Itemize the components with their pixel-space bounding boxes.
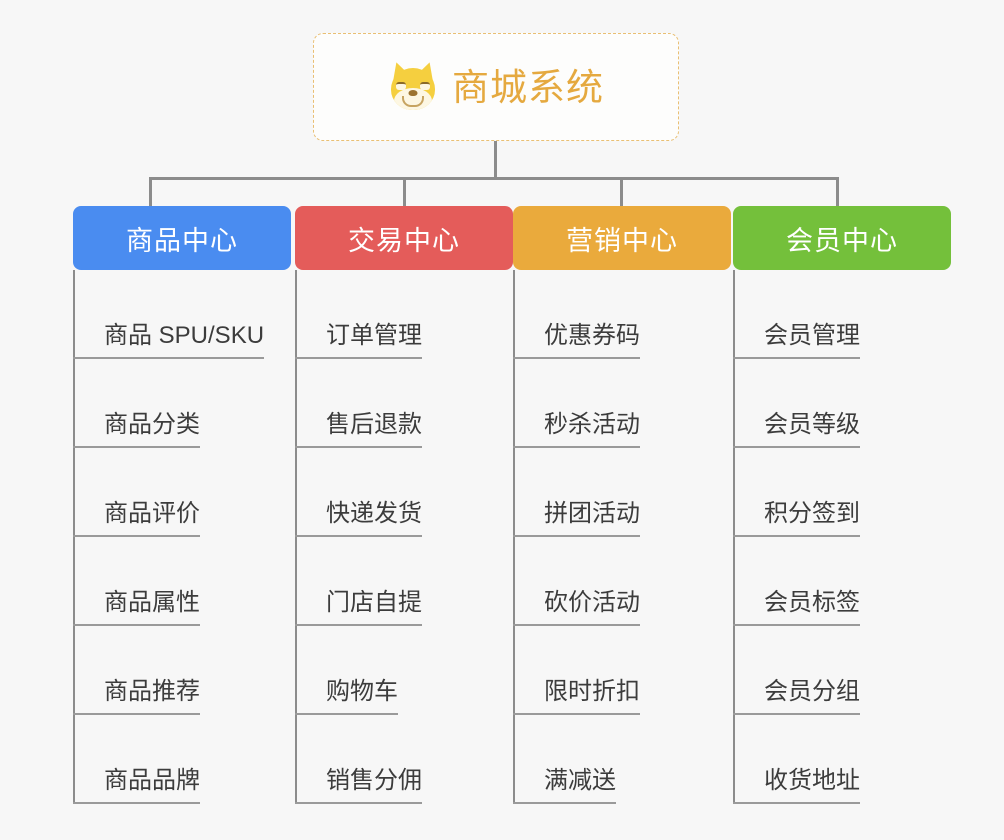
leaf-item[interactable]: 销售分佣 xyxy=(295,715,513,804)
branch-column-2: 营销中心 优惠券码 秒杀活动 拼团活动 砍价活动 限时折扣 满减送 xyxy=(513,206,731,804)
connector-drop-3 xyxy=(836,177,839,206)
branch-items-3: 会员管理 会员等级 积分签到 会员标签 会员分组 收货地址 xyxy=(733,270,951,804)
leaf-item[interactable]: 购物车 xyxy=(295,626,513,715)
leaf-item[interactable]: 拼团活动 xyxy=(513,448,731,537)
leaf-label: 会员等级 xyxy=(764,411,860,448)
leaf-item[interactable]: 优惠券码 xyxy=(513,270,731,359)
leaf-item[interactable]: 会员管理 xyxy=(733,270,951,359)
leaf-label: 会员分组 xyxy=(764,678,860,715)
branch-spine-0 xyxy=(73,270,75,804)
leaf-label: 商品推荐 xyxy=(104,678,200,715)
leaf-label: 购物车 xyxy=(326,678,398,715)
leaf-label: 商品属性 xyxy=(104,589,200,626)
leaf-label: 售后退款 xyxy=(326,411,422,448)
leaf-label: 限时折扣 xyxy=(544,678,640,715)
dog-face-icon xyxy=(387,59,439,112)
leaf-item[interactable]: 秒杀活动 xyxy=(513,359,731,448)
branch-spine-3 xyxy=(733,270,735,804)
leaf-item[interactable]: 商品评价 xyxy=(73,448,291,537)
connector-drop-0 xyxy=(149,177,152,206)
dog-head-icon xyxy=(391,68,435,110)
connector-stem xyxy=(494,141,497,179)
leaf-item[interactable]: 门店自提 xyxy=(295,537,513,626)
branch-column-0: 商品中心 商品 SPU/SKU 商品分类 商品评价 商品属性 商品推荐 商品品牌 xyxy=(73,206,291,804)
leaf-item[interactable]: 快递发货 xyxy=(295,448,513,537)
leaf-item[interactable]: 商品 SPU/SKU xyxy=(73,270,291,359)
leaf-item[interactable]: 砍价活动 xyxy=(513,537,731,626)
branch-header-label-3: 会员中心 xyxy=(786,225,898,256)
dog-mouth-icon xyxy=(402,96,424,107)
leaf-label: 拼团活动 xyxy=(544,500,640,537)
leaf-label: 优惠券码 xyxy=(544,322,640,359)
leaf-item[interactable]: 商品品牌 xyxy=(73,715,291,804)
branch-spine-2 xyxy=(513,270,515,804)
connector-bus xyxy=(149,177,839,180)
leaf-label: 会员标签 xyxy=(764,589,860,626)
branch-header-label-2: 营销中心 xyxy=(566,225,678,256)
branch-column-3: 会员中心 会员管理 会员等级 积分签到 会员标签 会员分组 收货地址 xyxy=(733,206,951,804)
branch-header-2[interactable]: 营销中心 xyxy=(513,206,731,270)
leaf-label: 满减送 xyxy=(544,767,616,804)
leaf-item[interactable]: 收货地址 xyxy=(733,715,951,804)
leaf-label: 砍价活动 xyxy=(544,589,640,626)
leaf-item[interactable]: 商品分类 xyxy=(73,359,291,448)
branch-header-label-0: 商品中心 xyxy=(126,225,238,256)
leaf-item[interactable]: 限时折扣 xyxy=(513,626,731,715)
branch-spine-1 xyxy=(295,270,297,804)
connector-drop-2 xyxy=(620,177,623,206)
leaf-item[interactable]: 售后退款 xyxy=(295,359,513,448)
root-title: 商城系统 xyxy=(452,66,604,108)
leaf-label: 销售分佣 xyxy=(326,767,422,804)
leaf-label: 会员管理 xyxy=(764,322,860,359)
leaf-item[interactable]: 商品属性 xyxy=(73,537,291,626)
connector-drop-1 xyxy=(403,177,406,206)
dog-muzzle-icon xyxy=(394,88,432,110)
branch-header-0[interactable]: 商品中心 xyxy=(73,206,291,270)
leaf-item[interactable]: 会员分组 xyxy=(733,626,951,715)
branch-header-3[interactable]: 会员中心 xyxy=(733,206,951,270)
leaf-label: 快递发货 xyxy=(326,500,422,537)
leaf-label: 订单管理 xyxy=(326,322,422,359)
branch-column-1: 交易中心 订单管理 售后退款 快递发货 门店自提 购物车 销售分佣 xyxy=(295,206,513,804)
dog-eye-left-icon xyxy=(396,82,406,90)
branch-items-1: 订单管理 售后退款 快递发货 门店自提 购物车 销售分佣 xyxy=(295,270,513,804)
leaf-label: 积分签到 xyxy=(764,500,860,537)
leaf-label: 门店自提 xyxy=(326,589,422,626)
root-node[interactable]: 商城系统 xyxy=(313,33,679,141)
branch-header-1[interactable]: 交易中心 xyxy=(295,206,513,270)
branch-header-label-1: 交易中心 xyxy=(348,225,460,256)
leaf-label: 收货地址 xyxy=(764,767,860,804)
leaf-item[interactable]: 满减送 xyxy=(513,715,731,804)
leaf-label: 商品品牌 xyxy=(104,767,200,804)
leaf-item[interactable]: 积分签到 xyxy=(733,448,951,537)
leaf-item[interactable]: 商品推荐 xyxy=(73,626,291,715)
dog-nose-icon xyxy=(408,90,418,96)
leaf-label: 商品分类 xyxy=(104,411,200,448)
leaf-item[interactable]: 会员等级 xyxy=(733,359,951,448)
leaf-label: 秒杀活动 xyxy=(544,411,640,448)
leaf-label: 商品 SPU/SKU xyxy=(104,322,265,359)
branch-items-0: 商品 SPU/SKU 商品分类 商品评价 商品属性 商品推荐 商品品牌 xyxy=(73,270,291,804)
leaf-label: 商品评价 xyxy=(104,500,200,537)
branch-items-2: 优惠券码 秒杀活动 拼团活动 砍价活动 限时折扣 满减送 xyxy=(513,270,731,804)
dog-eye-right-icon xyxy=(420,82,430,90)
leaf-item[interactable]: 订单管理 xyxy=(295,270,513,359)
leaf-item[interactable]: 会员标签 xyxy=(733,537,951,626)
